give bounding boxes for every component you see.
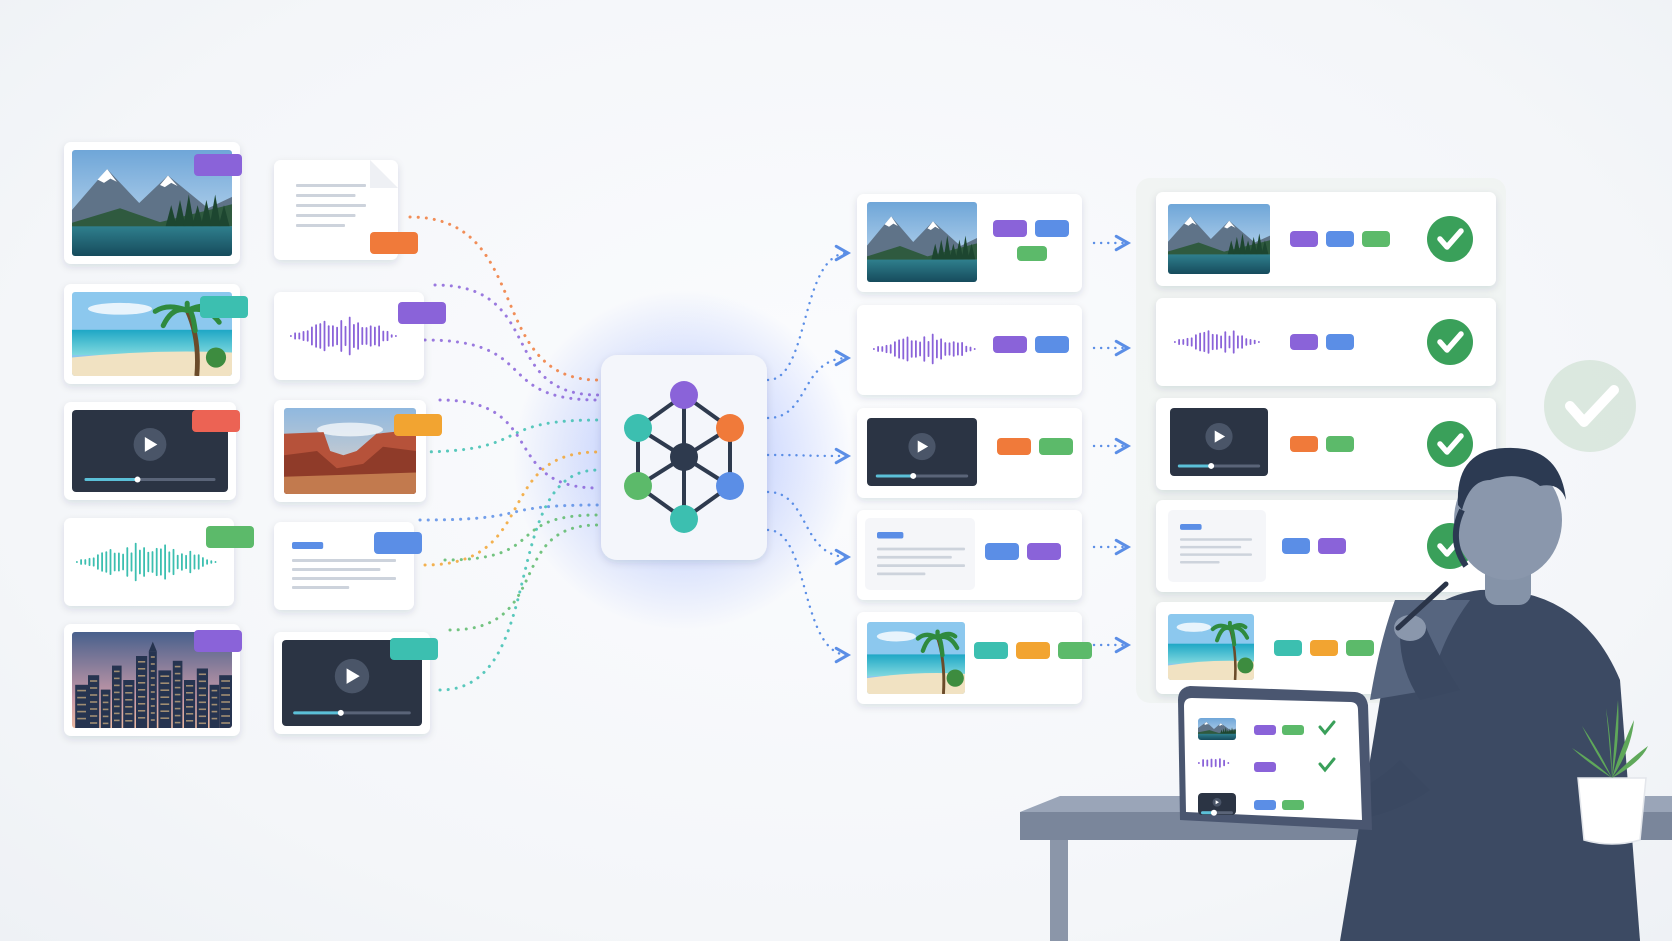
tag-purple xyxy=(993,336,1027,353)
graph-node xyxy=(670,505,698,533)
input-card-canyon-image xyxy=(274,400,442,502)
graph-node xyxy=(716,414,744,442)
video-thumbnail xyxy=(1198,793,1236,816)
tag-green xyxy=(1017,246,1047,261)
progress-handle[interactable] xyxy=(135,477,141,483)
tag-green xyxy=(1326,436,1354,452)
tag-teal xyxy=(1274,640,1302,656)
input-tag-teal xyxy=(390,638,438,660)
tag-teal xyxy=(974,642,1008,659)
beach-image xyxy=(867,622,965,694)
tag-green xyxy=(1058,642,1092,659)
input-card-audio-waveform xyxy=(274,292,446,380)
output-card-video xyxy=(857,408,1082,498)
input-card-video xyxy=(64,402,240,500)
tag-purple xyxy=(993,220,1027,237)
verified-card-document xyxy=(1156,500,1496,592)
tag-purple xyxy=(1290,334,1318,350)
output-card-document xyxy=(857,510,1082,600)
plant-pot xyxy=(1578,778,1646,844)
graph-node xyxy=(624,414,652,442)
video-thumbnail xyxy=(867,418,977,486)
progress-handle[interactable] xyxy=(1208,463,1214,469)
mountain-image xyxy=(1193,718,1241,740)
graph-node xyxy=(624,472,652,500)
tag-purple xyxy=(1290,231,1318,247)
progress-handle[interactable] xyxy=(338,710,344,716)
tag-green xyxy=(1346,640,1374,656)
tag-blue xyxy=(985,543,1019,560)
tag-orange xyxy=(1290,436,1318,452)
tag-amber xyxy=(1310,640,1338,656)
tag-purple xyxy=(1027,543,1061,560)
tag-green xyxy=(1362,231,1390,247)
tag-blue xyxy=(1326,231,1354,247)
input-tag-green xyxy=(206,526,254,548)
verified-card-audio-waveform xyxy=(1156,298,1496,386)
check-icon xyxy=(1427,421,1473,467)
input-tag-blue xyxy=(374,532,422,554)
verified-card-video xyxy=(1156,398,1496,490)
input-card-mountain-image xyxy=(64,142,242,264)
check-icon xyxy=(1427,319,1473,365)
input-card-document xyxy=(274,522,422,610)
input-card-audio-waveform xyxy=(64,518,254,606)
check-icon xyxy=(1427,216,1473,262)
input-tag-amber xyxy=(394,414,442,436)
mountain-image xyxy=(1163,204,1275,274)
input-card-city-image xyxy=(64,624,242,786)
progress-handle[interactable] xyxy=(910,473,916,479)
input-card-beach-image xyxy=(64,284,248,384)
video-thumbnail xyxy=(1170,408,1268,476)
verified-card-mountain-image xyxy=(1156,192,1496,286)
graph-node xyxy=(670,381,698,409)
input-tag-teal xyxy=(200,296,248,318)
tag-green xyxy=(1039,438,1073,455)
output-card-mountain-image xyxy=(857,194,1082,292)
input-card-video xyxy=(274,632,438,734)
check-icon xyxy=(1544,360,1636,452)
input-tag-orange xyxy=(370,232,418,254)
city-image xyxy=(72,632,232,786)
center-node xyxy=(670,443,698,471)
progress-handle[interactable] xyxy=(1211,810,1217,816)
input-card-document xyxy=(274,160,418,260)
tag-amber xyxy=(1016,642,1050,659)
tag-blue xyxy=(1035,220,1069,237)
mountain-image xyxy=(862,202,982,282)
processing-hub xyxy=(601,355,767,560)
input-tag-purple xyxy=(194,630,242,652)
tag-orange xyxy=(997,438,1031,455)
output-card-audio-waveform xyxy=(857,305,1082,395)
tag-blue xyxy=(1035,336,1069,353)
input-tag-purple xyxy=(398,302,446,324)
beach-image xyxy=(1168,614,1254,680)
output-card-beach-image xyxy=(857,612,1092,704)
graph-node xyxy=(716,472,744,500)
desk-leg xyxy=(1050,840,1068,941)
tablet-icon xyxy=(1178,686,1372,830)
tag-purple xyxy=(1318,538,1346,554)
tag-blue xyxy=(1326,334,1354,350)
input-tag-red xyxy=(192,410,240,432)
tag-blue xyxy=(1282,538,1310,554)
input-tag-purple xyxy=(194,154,242,176)
